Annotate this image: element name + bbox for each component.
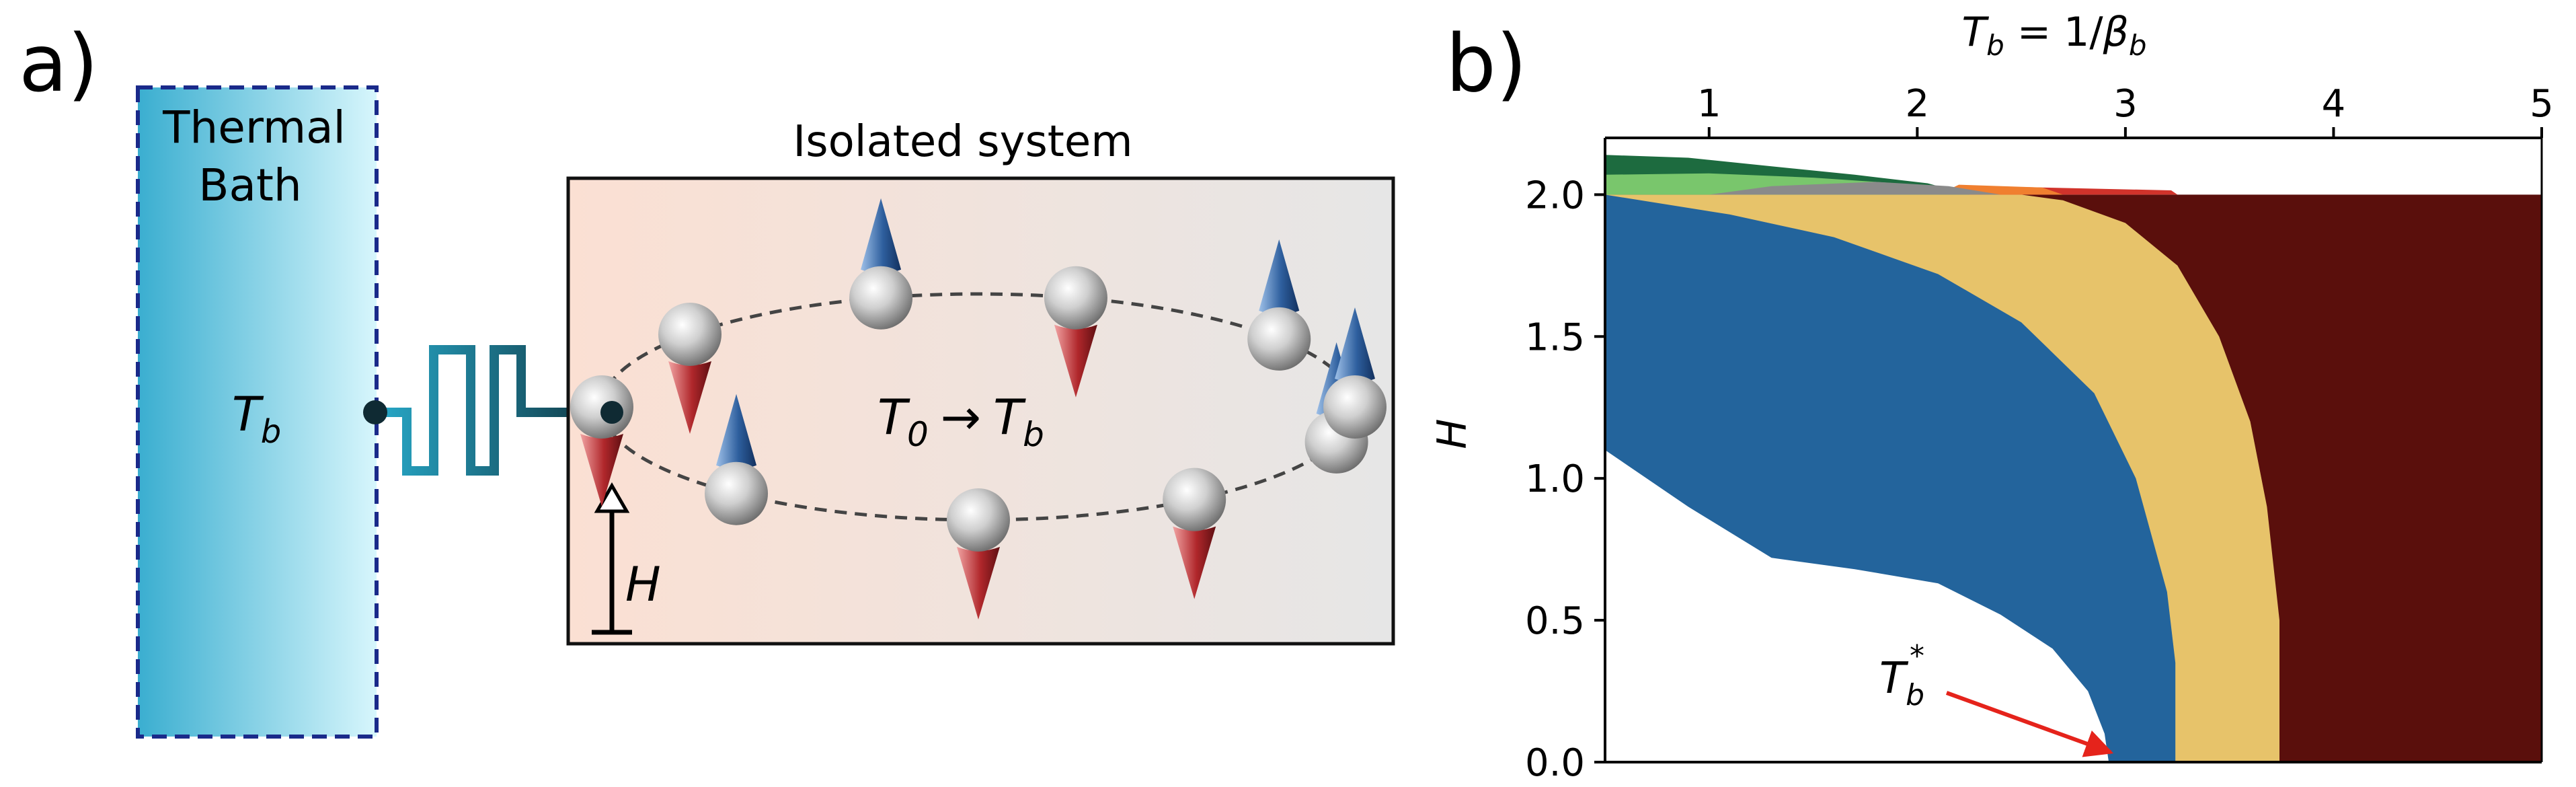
wire-contact [600,401,623,424]
critical-temperature-arrow [1945,691,2114,757]
spin-sphere [947,488,1010,552]
x-tick-label: 4 [2322,82,2346,126]
x-tick-label: 2 [1906,82,1930,126]
spin-8 [1044,266,1107,398]
spin-4 [1163,467,1226,599]
critical-temperature-label: Tb* [1879,639,1924,712]
spin-down-arrow-icon [580,434,623,507]
spin-2 [705,394,769,525]
spin-sphere [1323,375,1387,439]
thermal-bath: Thermal Bath Tb [136,85,379,739]
spin-sphere [1163,467,1226,531]
spins [570,198,1387,620]
y-tick-label: 2.0 [1525,174,1585,217]
y-tick-label: 1.0 [1525,457,1585,501]
spin-up-arrow-icon [861,198,902,274]
panel-b-label: b) [1446,17,1527,110]
bath-temperature: Tb [232,387,281,451]
y-axis-label: H [1429,418,1476,449]
region-white [1605,450,2109,762]
y-tick-label: 0.0 [1525,741,1585,785]
spin-sphere [1044,266,1107,330]
system-title: Isolated system [793,117,1132,167]
spin-sphere [1247,307,1311,371]
bath-title-line2: Bath [198,159,301,211]
spin-down-arrow-icon [1173,526,1216,599]
spin-up-arrow-icon [716,394,757,470]
region-gray [1709,182,2001,195]
critical-temperature-annotation: Tb* [1879,639,2114,757]
x-tick-label: 1 [1697,82,1721,126]
panel-a-label: a) [19,17,98,110]
field-arrow: H [592,482,661,635]
spin-up-arrow-icon [1259,239,1300,315]
spin-sphere [658,303,722,367]
field-label: H [625,557,661,612]
spin-sphere [849,266,913,330]
spin-7 [1247,239,1311,371]
x-axis-label: Tb = 1/βb [1961,9,2146,62]
x-tick-label: 5 [2530,82,2554,126]
bath-title-line1: Thermal [162,102,346,153]
spin-down-arrow-icon [957,547,1000,620]
y-tick-label: 0.5 [1525,599,1585,643]
spin-down-arrow-icon [668,361,712,435]
coupling-wire [363,345,612,476]
spin-up-arrow-icon [1335,307,1375,383]
plot-area [1605,138,2542,762]
spin-10 [658,303,722,435]
process-label: T0→Tb [877,389,1044,454]
x-tick-label: 3 [2113,82,2138,126]
spin-down-arrow-icon [1054,324,1097,398]
spin-3 [947,488,1010,620]
spin-sphere [705,461,769,525]
spin-9 [849,198,913,330]
spin-6 [1323,307,1387,439]
phase-diagram: 0.0 0.5 1.0 1.5 2.0 1 2 3 4 5 [1525,82,2554,785]
isolated-system: Isolated system T0→Tb H [566,117,1395,646]
y-tick-label: 1.5 [1525,315,1585,359]
